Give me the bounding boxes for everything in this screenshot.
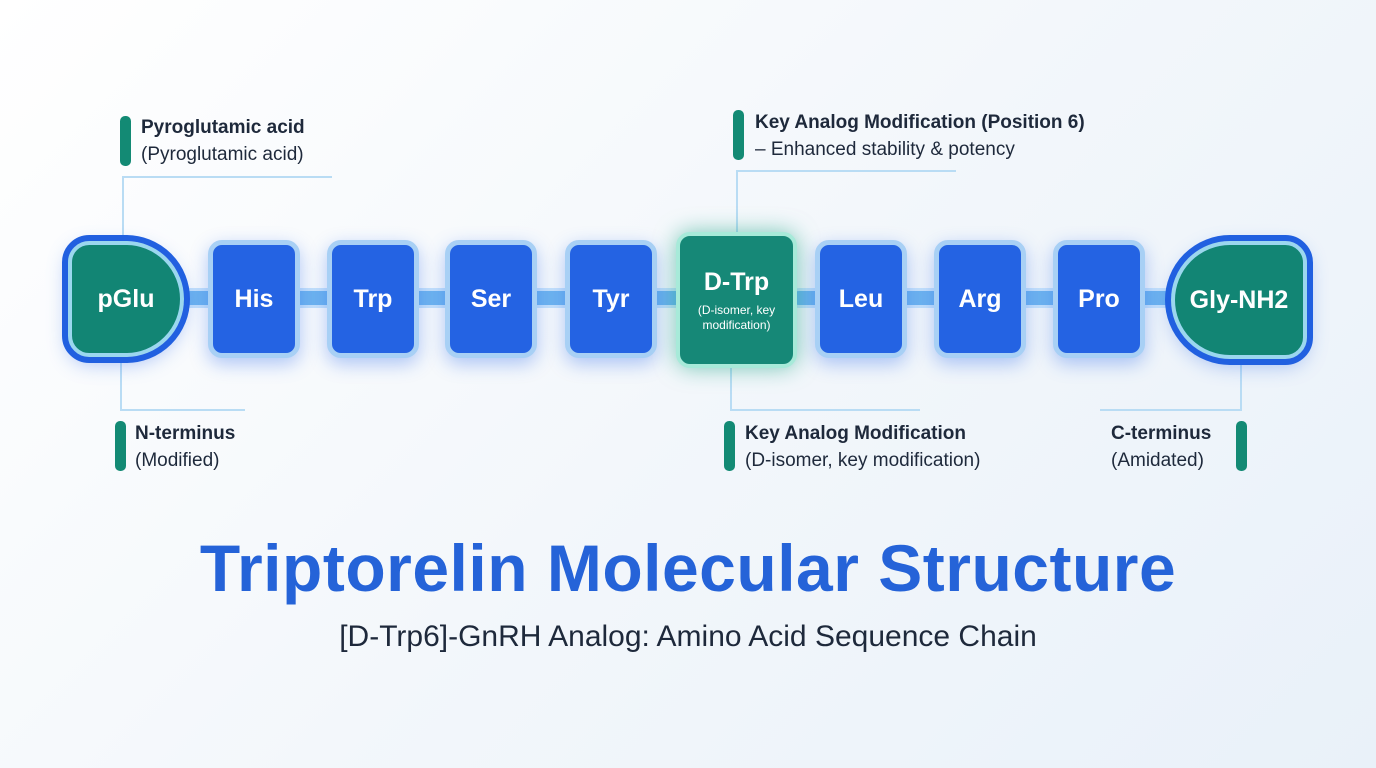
peptide-bond bbox=[1016, 291, 1062, 305]
annotation-detail: (Amidated) bbox=[1111, 450, 1204, 471]
connector-line bbox=[120, 362, 122, 410]
residue-label: Tyr bbox=[592, 284, 630, 313]
peptide-bond bbox=[180, 291, 216, 305]
residue-trp: Trp bbox=[327, 240, 419, 358]
connector-line bbox=[736, 170, 738, 232]
annotation-marker bbox=[115, 421, 126, 471]
annotation-bottom-mid: Key Analog Modification (D-isomer, key mo… bbox=[745, 420, 980, 474]
residue-ser: Ser bbox=[445, 240, 537, 358]
residue-pglu: pGlu bbox=[62, 235, 190, 363]
residue-label: Trp bbox=[353, 284, 393, 313]
peptide-bond bbox=[292, 291, 336, 305]
residue-arg: Arg bbox=[934, 240, 1026, 358]
annotation-title: Key Analog Modification (Position 6) bbox=[755, 112, 1085, 133]
residue-his: His bbox=[208, 240, 300, 358]
annotation-marker bbox=[1236, 421, 1247, 471]
annotation-title: Pyroglutamic acid bbox=[141, 117, 305, 138]
annotation-bottom-left: N-terminus (Modified) bbox=[135, 420, 235, 474]
peptide-bond bbox=[528, 291, 574, 305]
annotation-top-right: Key Analog Modification (Position 6) – En… bbox=[755, 109, 1085, 163]
residue-label: Ser bbox=[470, 284, 512, 313]
connector-line bbox=[122, 176, 124, 236]
peptide-bond bbox=[898, 291, 944, 305]
connector-line bbox=[730, 409, 920, 411]
connector-line bbox=[1240, 365, 1242, 410]
residue-label: Pro bbox=[1078, 284, 1120, 313]
annotation-bottom-right: C-terminus (Amidated) bbox=[1111, 420, 1211, 474]
residue-label: Leu bbox=[838, 284, 884, 313]
connector-line bbox=[1100, 409, 1242, 411]
annotation-detail: (D-isomer, key modification) bbox=[745, 450, 981, 471]
annotation-title: N-terminus bbox=[135, 423, 236, 444]
page-title: Triptorelin Molecular Structure bbox=[199, 531, 1177, 605]
annotation-detail: – Enhanced stability & potency bbox=[755, 139, 1015, 160]
residue-label: Arg bbox=[958, 284, 1002, 313]
annotation-marker bbox=[724, 421, 735, 471]
annotation-marker bbox=[733, 110, 744, 160]
page-subtitle: [D-Trp6]-GnRH Analog: Amino Acid Sequenc… bbox=[339, 620, 1037, 653]
connector-line bbox=[736, 170, 956, 172]
annotation-detail: (Modified) bbox=[135, 450, 220, 471]
residue-gly-nh2: Gly-NH2 bbox=[1165, 235, 1313, 365]
connector-line bbox=[120, 409, 245, 411]
residue-label: His bbox=[234, 284, 274, 313]
residue-leu: Leu bbox=[815, 240, 907, 358]
peptide-bond bbox=[410, 291, 454, 305]
connector-line bbox=[730, 368, 732, 410]
residue-label: Gly-NH2 bbox=[1189, 285, 1289, 314]
residue-label: D-Trp bbox=[703, 267, 770, 296]
residue-label: pGlu bbox=[97, 284, 155, 313]
annotation-top-left: Pyroglutamic acid (Pyroglutamic acid) bbox=[141, 114, 305, 168]
annotation-title: Key Analog Modification bbox=[745, 423, 966, 444]
residue-tyr: Tyr bbox=[565, 240, 657, 358]
residue-pro: Pro bbox=[1053, 240, 1145, 358]
annotation-marker bbox=[120, 116, 131, 166]
annotation-detail: (Pyroglutamic acid) bbox=[141, 144, 304, 165]
residue-d-trp: D-Trp (D-isomer, key modification) bbox=[676, 232, 797, 368]
peptide-bond bbox=[1136, 291, 1172, 305]
annotation-title: C-terminus bbox=[1111, 423, 1212, 444]
residue-note: (D-isomer, key modification) bbox=[697, 302, 776, 332]
connector-line bbox=[122, 176, 332, 178]
